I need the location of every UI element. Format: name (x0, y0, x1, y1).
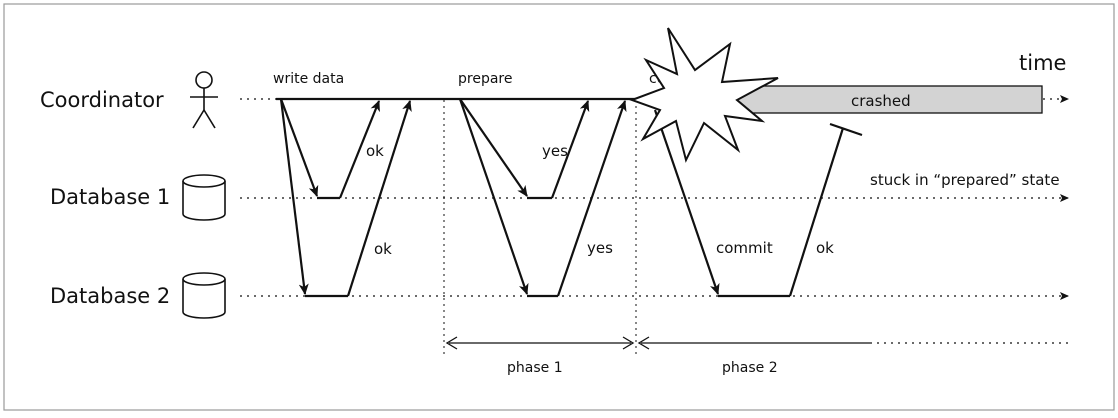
write-data-messages (279, 98, 412, 298)
yes-db2-label: yes (587, 239, 613, 257)
cylinder-database-icon (182, 174, 226, 221)
phase-1-label: phase 1 (507, 360, 563, 376)
ok-db1-label: ok (366, 142, 384, 160)
database2-label: Database 2 (50, 284, 170, 308)
time-axis-label: time (1019, 51, 1066, 75)
phase-separators (443, 100, 637, 355)
crashed-bar (699, 85, 1043, 114)
write-data-label: write data (273, 71, 344, 87)
explosion-icon (629, 27, 779, 163)
prepare-messages (458, 98, 627, 298)
commit-label: commit (716, 239, 773, 257)
stuck-state-label: stuck in “prepared” state (870, 171, 1060, 189)
cylinder-database-icon (182, 272, 226, 319)
database1-label: Database 1 (50, 185, 170, 209)
yes-db1-label: yes (542, 142, 568, 160)
phase-2-bracket (637, 336, 1070, 350)
phase-1-bracket (445, 336, 635, 350)
ok-after-commit-label: ok (816, 239, 834, 257)
prepare-label: prepare (458, 71, 512, 87)
stick-figure-icon (190, 71, 218, 129)
timelines (240, 95, 1069, 300)
figure-frame (3, 3, 1115, 411)
commit-messages (653, 109, 863, 298)
crashed-label: crashed (851, 92, 911, 110)
coordinator-label: Coordinator (40, 88, 164, 112)
ok-db2-label: ok (374, 240, 392, 258)
phase-2-label: phase 2 (722, 360, 778, 376)
